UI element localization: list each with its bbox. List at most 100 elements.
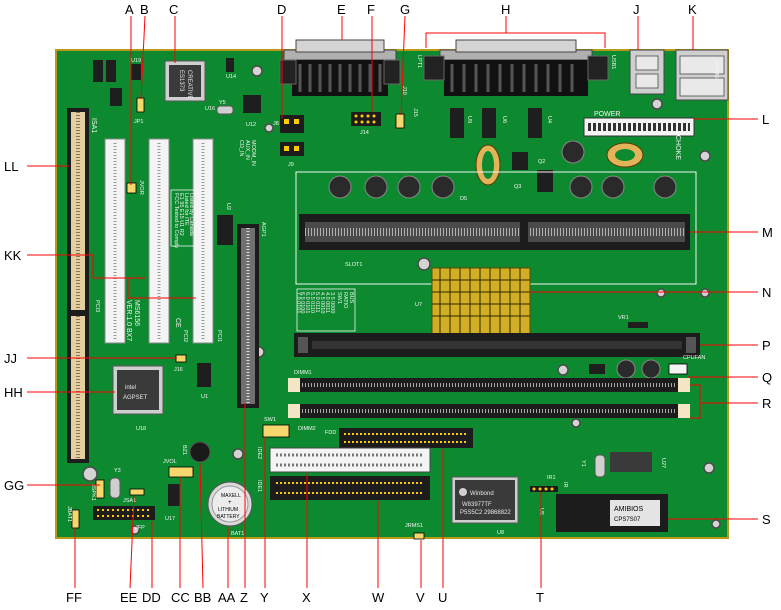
certification-text: Listed by Canada Listed for ITE E1 95 E1…	[170, 189, 196, 248]
u6-label: U6	[501, 116, 507, 123]
ide1-label: IDE1	[256, 480, 262, 492]
u18-label: U18	[136, 426, 146, 432]
svg-text:G: G	[400, 2, 410, 17]
fdd-label: FDD	[325, 430, 336, 436]
j14-header	[351, 112, 381, 126]
power-label: POWER	[594, 111, 620, 118]
svg-text:JJ: JJ	[4, 351, 17, 366]
bat1-label: BAT1	[231, 531, 244, 537]
jp1-label: JP1	[134, 119, 143, 125]
svg-text:VER:1.0 BX7: VER:1.0 BX7	[125, 300, 132, 341]
isa1-label: ISA1	[90, 118, 97, 133]
u1-chip	[197, 363, 211, 387]
agp1-slot	[237, 224, 259, 408]
svg-text:MODM_IN: MODM_IN	[250, 140, 256, 166]
ir-label: IR	[562, 482, 568, 488]
svg-text:6.5 0100: 6.5 0100	[299, 292, 305, 313]
jp1-jumper	[136, 97, 145, 113]
svg-text:D: D	[277, 2, 286, 17]
ide1-connector	[270, 476, 430, 500]
svg-text:W83977TF: W83977TF	[462, 502, 492, 508]
j15-header	[395, 113, 405, 129]
y3-crystal	[109, 477, 121, 499]
svg-text:AUX_IN: AUX_IN	[244, 140, 250, 160]
callout-letters-top: A B C D E F G H J K	[125, 2, 697, 17]
svg-text:BATTERY: BATTERY	[217, 514, 240, 520]
svg-text:Q: Q	[762, 370, 772, 385]
d5-label: D5	[460, 196, 467, 202]
lpt-port-connector	[423, 39, 609, 96]
svg-text:MAXELL: MAXELL	[221, 493, 241, 499]
u18-intel-chipset: intel AGPSET	[112, 365, 164, 415]
pci1-label: PCI1	[216, 330, 222, 342]
svg-text:ES1373: ES1373	[178, 70, 184, 92]
j16-jumper	[175, 354, 187, 363]
u16-label: U16	[205, 106, 215, 112]
com-port-connector	[279, 39, 401, 96]
j10-label: J10	[401, 86, 407, 95]
sw1-label: SW1	[264, 417, 276, 423]
model-label: MS6156 VER:1.0 BX7	[125, 300, 140, 341]
usb-connector	[629, 49, 665, 95]
svg-text:6.0 0101: 6.0 0101	[304, 292, 310, 313]
svg-text:P5S5C2 29868822: P5S5C2 29868822	[460, 510, 511, 516]
jvol-label: JVOL	[163, 459, 177, 465]
cpufan-components	[589, 359, 661, 379]
fdd-connector	[339, 428, 473, 448]
sw1-dip-switch	[262, 424, 290, 438]
svg-text:KK: KK	[4, 248, 22, 263]
svg-text:W: W	[372, 590, 385, 605]
svg-text:intel: intel	[125, 385, 136, 391]
svg-text:RATIO: RATIO	[342, 292, 348, 309]
atx-power-connector	[583, 117, 695, 137]
svg-text:AGPSET: AGPSET	[123, 395, 148, 401]
svg-text:Listed by Canada: Listed by Canada	[188, 193, 194, 237]
u8-label: U8	[497, 530, 504, 536]
svg-text:K: K	[688, 2, 697, 17]
svg-text:5.0 0111: 5.0 0111	[314, 292, 320, 313]
buzzer	[189, 441, 211, 463]
svg-text:BB: BB	[194, 590, 211, 605]
dimm-slots	[288, 378, 690, 418]
u19-label: U19	[131, 58, 141, 64]
ir1-label: IR1	[547, 475, 556, 481]
u27-label: U27	[660, 458, 666, 468]
jbat1-label: JBAT1	[66, 506, 72, 522]
u2-label: U2	[225, 203, 231, 210]
pci-slots	[104, 138, 214, 344]
svg-text:U: U	[438, 590, 447, 605]
jfp-label: JFP	[135, 525, 145, 531]
svg-text:HH: HH	[4, 385, 23, 400]
jrms1-header	[413, 532, 425, 540]
q3-label: Q3	[514, 184, 521, 190]
jvor-label: JVOR	[138, 180, 144, 195]
ce-mark: CE	[174, 318, 181, 328]
svg-text:S: S	[762, 512, 771, 527]
u12-label: U12	[246, 122, 256, 128]
lithium-battery: MAXELL + LITHIUM BATTERY	[207, 481, 253, 527]
svg-text:L: L	[762, 112, 769, 127]
svg-text:LL: LL	[4, 159, 18, 174]
slot1-cpu-slot	[295, 171, 697, 285]
svg-text:Y: Y	[260, 590, 269, 605]
svg-text:T: T	[536, 590, 544, 605]
svg-text:MS6156: MS6156	[133, 300, 140, 326]
audio-connectors	[280, 115, 304, 156]
svg-text:M: M	[762, 225, 773, 240]
top-left-chips	[93, 58, 234, 245]
svg-text:Listed for ITE: Listed for ITE	[183, 193, 189, 226]
jsa1-jumper	[129, 488, 145, 496]
ide2-label: IDE2	[256, 447, 262, 459]
svg-text:H: H	[501, 2, 510, 17]
u27-chip	[610, 452, 652, 472]
y5-crystal	[216, 105, 234, 115]
svg-text:4.5 0010: 4.5 0010	[319, 292, 325, 313]
j15-label: J15	[412, 108, 418, 117]
j9-label: J9	[288, 162, 294, 168]
svg-text:N: N	[762, 285, 771, 300]
u17-label: U17	[165, 516, 175, 522]
jvol-connector	[168, 466, 194, 478]
lpt1-label: LPT1	[416, 55, 422, 68]
svg-text:CC: CC	[171, 590, 190, 605]
